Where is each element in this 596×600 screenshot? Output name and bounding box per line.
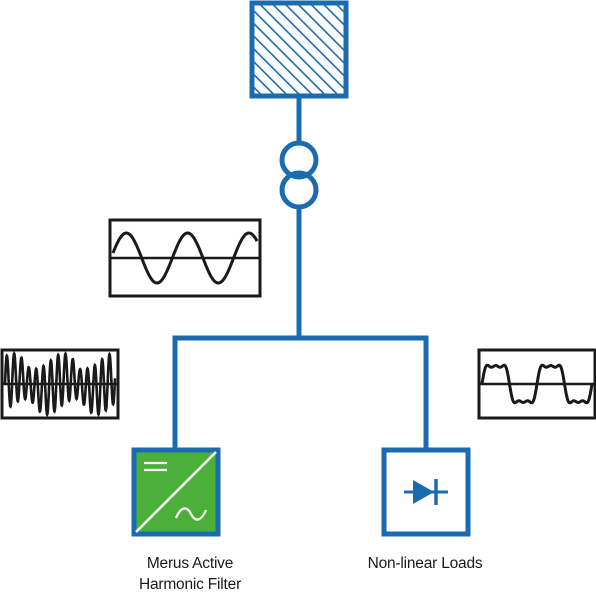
non-linear-load-icon <box>381 447 471 537</box>
filter-caption-line2: Harmonic Filter <box>138 576 242 593</box>
load-waveform-panel <box>477 348 596 420</box>
active-harmonic-filter-icon <box>131 447 221 537</box>
filter-caption: Merus Active Harmonic Filter <box>110 553 270 595</box>
compensation-waveform-panel <box>0 348 120 420</box>
filter-caption-line1: Merus Active <box>146 555 234 572</box>
transformer-icon <box>279 140 319 210</box>
loads-caption: Non-linear Loads <box>367 555 483 572</box>
diode-icon <box>404 479 448 505</box>
sine-waveform-panel <box>108 218 262 298</box>
distribution-bus <box>172 335 429 450</box>
power-source-icon <box>249 0 349 99</box>
